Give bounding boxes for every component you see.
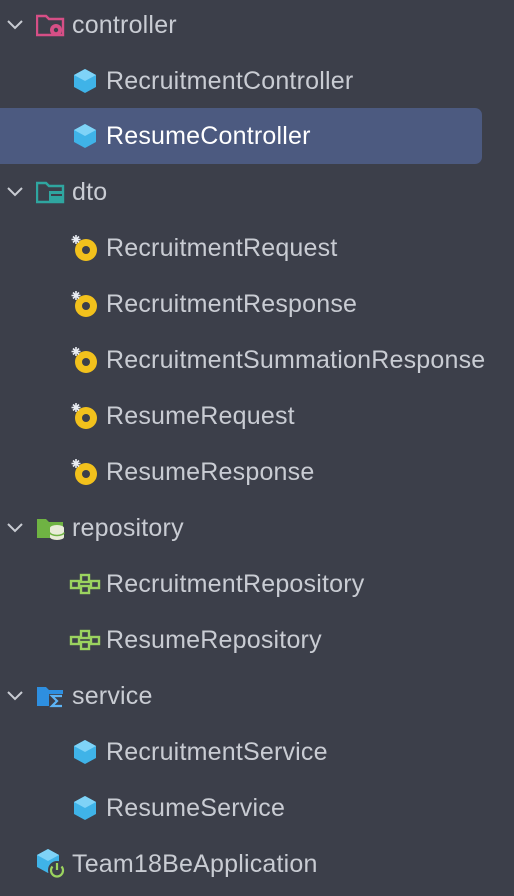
tree-label: ResumeService [106,793,286,822]
controller-folder-icon [35,9,67,41]
tree-label: controller [72,10,177,39]
tree-item-recruitment-request[interactable]: RecruitmentRequest [0,220,514,276]
tree-label: ResumeController [106,121,311,150]
tree-item-recruitment-repository[interactable]: RecruitmentRepository [0,556,514,612]
tree-item-team18-be-application[interactable]: Team18BeApplication [0,836,514,892]
tree-label: service [72,681,153,710]
tree-folder-service[interactable]: service [0,668,514,724]
tree-label: RecruitmentController [106,66,354,95]
tree-item-resume-repository[interactable]: ResumeRepository [0,612,514,668]
tree-item-resume-service[interactable]: ResumeService [0,780,514,836]
tree-folder-controller[interactable]: controller [0,0,514,53]
tree-item-recruitment-controller[interactable]: RecruitmentController [0,53,514,109]
chevron-down-icon[interactable] [5,686,25,706]
chevron-down-icon[interactable] [5,182,25,202]
tree-label: ResumeResponse [106,457,315,486]
dto-folder-icon [35,176,67,208]
class-icon [69,65,101,97]
tree-label: ResumeRepository [106,625,322,654]
tree-label: ResumeRequest [106,401,295,430]
tree-folder-dto[interactable]: dto [0,164,514,220]
record-icon [69,344,101,376]
tree-folder-repository[interactable]: repository [0,500,514,556]
record-icon [69,288,101,320]
record-icon [69,400,101,432]
tree-label: RecruitmentRepository [106,569,365,598]
tree-item-recruitment-response[interactable]: RecruitmentResponse [0,276,514,332]
tree-label: RecruitmentSummationResponse [106,345,486,374]
tree-item-recruitment-summation-response[interactable]: RecruitmentSummationResponse [0,332,514,388]
repository-icon [69,568,101,600]
record-icon [69,232,101,264]
tree-label: RecruitmentService [106,737,328,766]
tree-item-resume-controller[interactable]: ResumeController [0,108,514,164]
repository-folder-icon [35,512,67,544]
service-folder-icon [35,680,67,712]
tree-item-resume-request[interactable]: ResumeRequest [0,388,514,444]
class-icon [69,792,101,824]
spring-boot-app-icon [35,848,67,880]
chevron-down-icon[interactable] [5,15,25,35]
tree-label: RecruitmentRequest [106,233,338,262]
tree-label: dto [72,177,108,206]
repository-icon [69,624,101,656]
tree-label: RecruitmentResponse [106,289,358,318]
class-icon [69,736,101,768]
tree-label: Team18BeApplication [72,849,318,878]
class-icon [69,120,101,152]
chevron-down-icon[interactable] [5,518,25,538]
record-icon [69,456,101,488]
tree-item-recruitment-service[interactable]: RecruitmentService [0,724,514,780]
tree-item-resume-response[interactable]: ResumeResponse [0,444,514,500]
tree-label: repository [72,513,184,542]
